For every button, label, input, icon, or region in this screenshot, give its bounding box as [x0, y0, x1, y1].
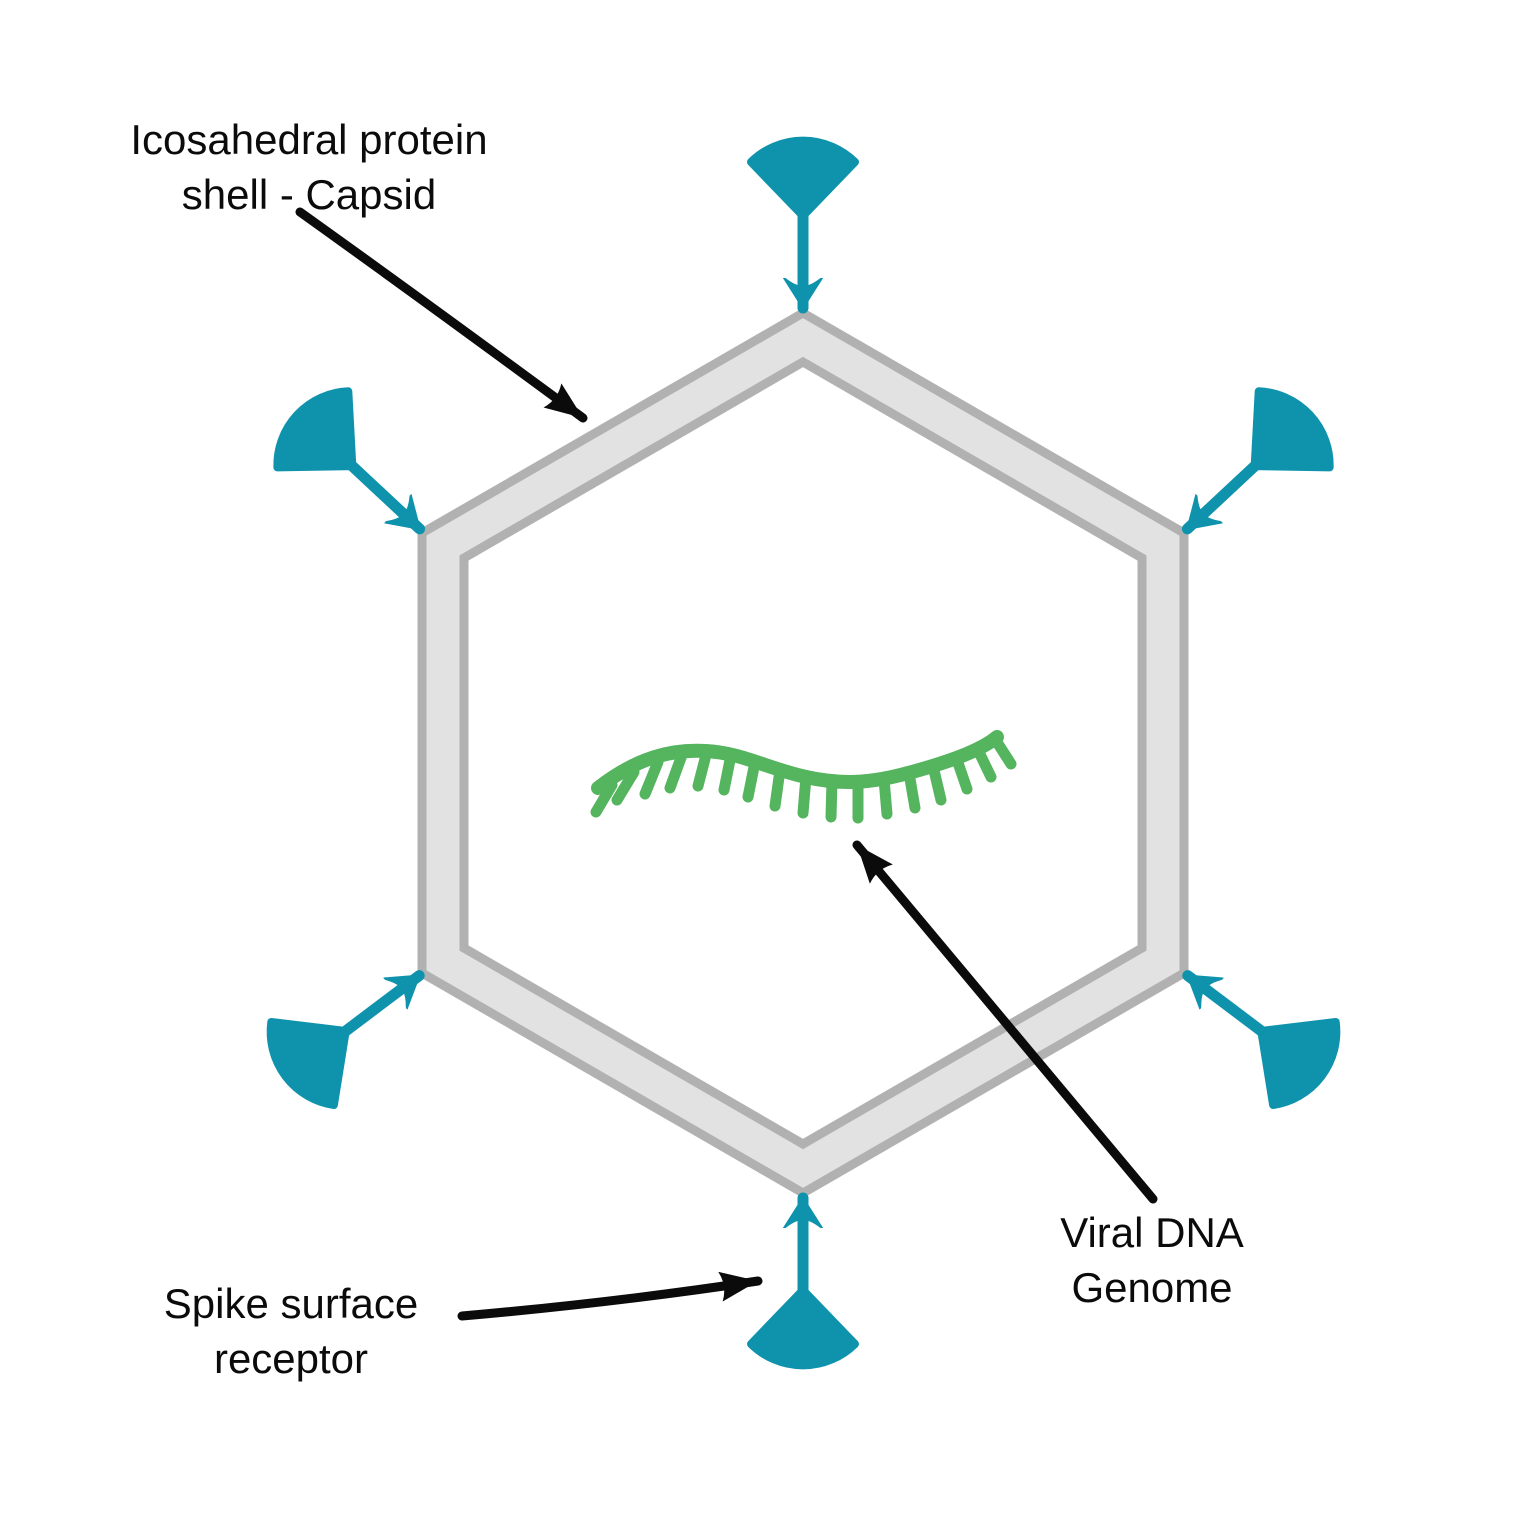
capsid-label-arrow: [295, 207, 588, 423]
capsid-inner-shell: [459, 356, 1147, 1150]
viral-genome-label: Viral DNA Genome: [1060, 1209, 1244, 1312]
spike-label-arrow: [457, 1271, 763, 1321]
spike-receptor-top: [751, 141, 855, 308]
genome-label-arrow: [852, 840, 1158, 1204]
capsid-label: Icosahedral protein shell - Capsid: [130, 116, 488, 219]
viral-genome: [590, 730, 1017, 824]
spike-receptor-bottom: [751, 1198, 855, 1365]
spike-receptor-label: Spike surface receptor: [163, 1280, 419, 1383]
